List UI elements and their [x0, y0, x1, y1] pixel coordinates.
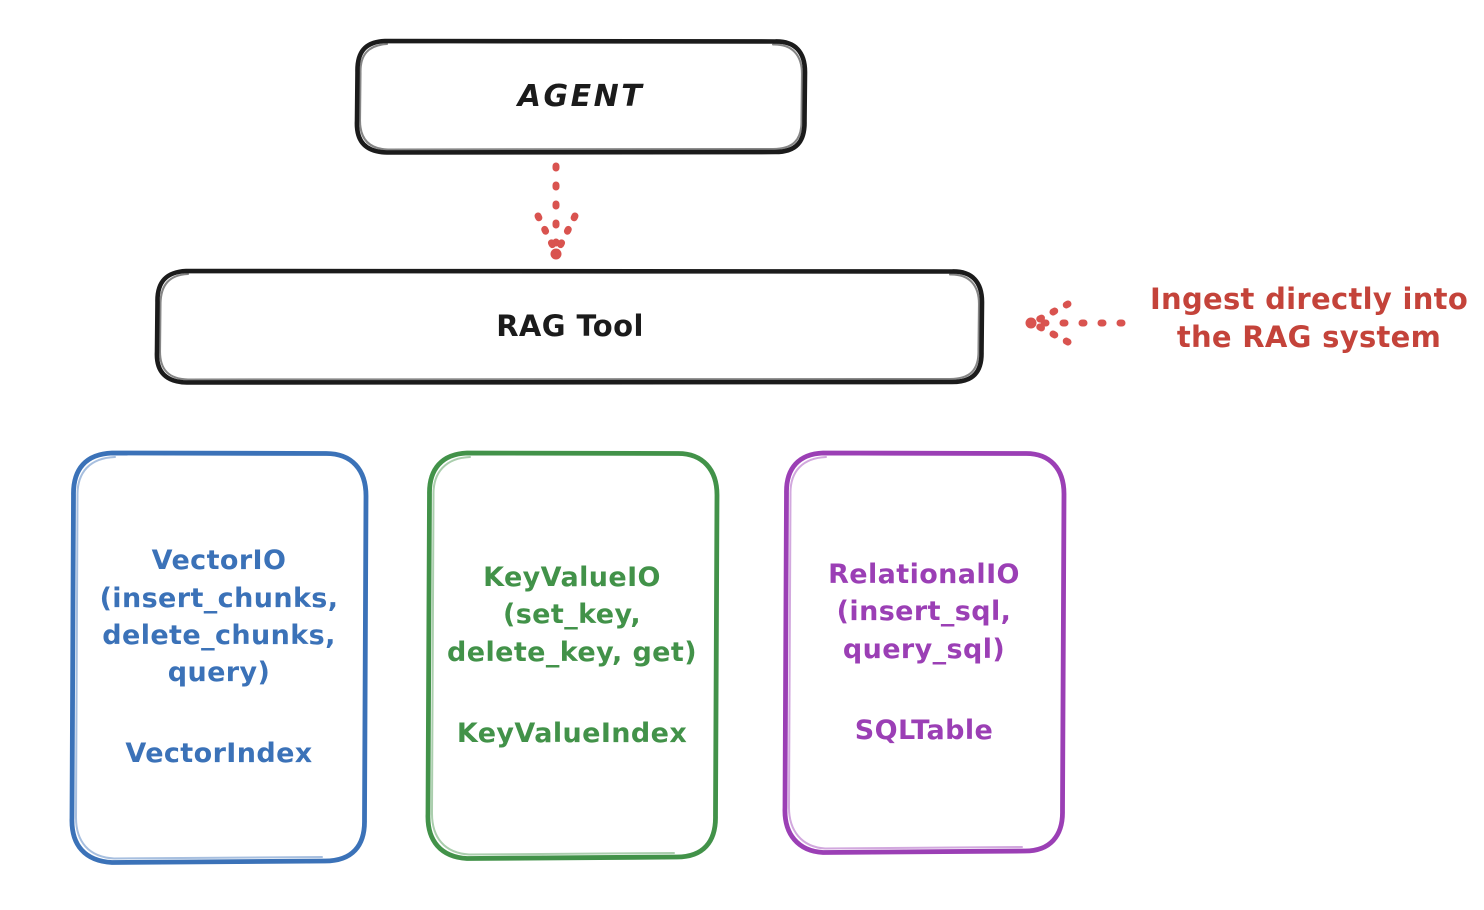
- rag-tool-box-outline: [154, 268, 985, 385]
- node-relational-io[interactable]: RelationalIO (insert_sql, query_sql) SQL…: [785, 452, 1063, 853]
- node-rag-tool-label: RAG Tool: [496, 308, 644, 343]
- key-value-io-box-outline: [425, 450, 720, 861]
- node-key-value-io-label: KeyValueIO (set_key, delete_key, get): [447, 562, 697, 668]
- node-vector-io-secondary-label: VectorIndex: [125, 738, 313, 770]
- node-vector-io[interactable]: VectorIO (insert_chunks, delete_chunks, …: [72, 452, 366, 863]
- node-key-value-io[interactable]: KeyValueIO (set_key, delete_key, get) Ke…: [428, 452, 716, 859]
- node-agent-label: AGENT: [517, 79, 645, 114]
- vector-io-box-outline: [69, 450, 369, 865]
- node-relational-io-label: RelationalIO (insert_sql, query_sql): [828, 559, 1020, 665]
- node-agent[interactable]: AGENT: [357, 40, 805, 153]
- relational-io-box-outline: [782, 450, 1067, 855]
- ingest-annotation-arrow: [1025, 300, 1126, 346]
- ingest-annotation-text: Ingest directly into the RAG system: [1149, 282, 1469, 355]
- node-rag-tool[interactable]: RAG Tool: [157, 270, 983, 383]
- agent-to-rag-tool-arrow: [534, 162, 579, 260]
- node-vector-io-label: VectorIO (insert_chunks, delete_chunks, …: [99, 545, 339, 689]
- node-key-value-io-secondary-label: KeyValueIndex: [456, 717, 688, 749]
- node-relational-io-secondary-label: SQLTable: [854, 714, 994, 746]
- agent-box-outline: [354, 38, 808, 155]
